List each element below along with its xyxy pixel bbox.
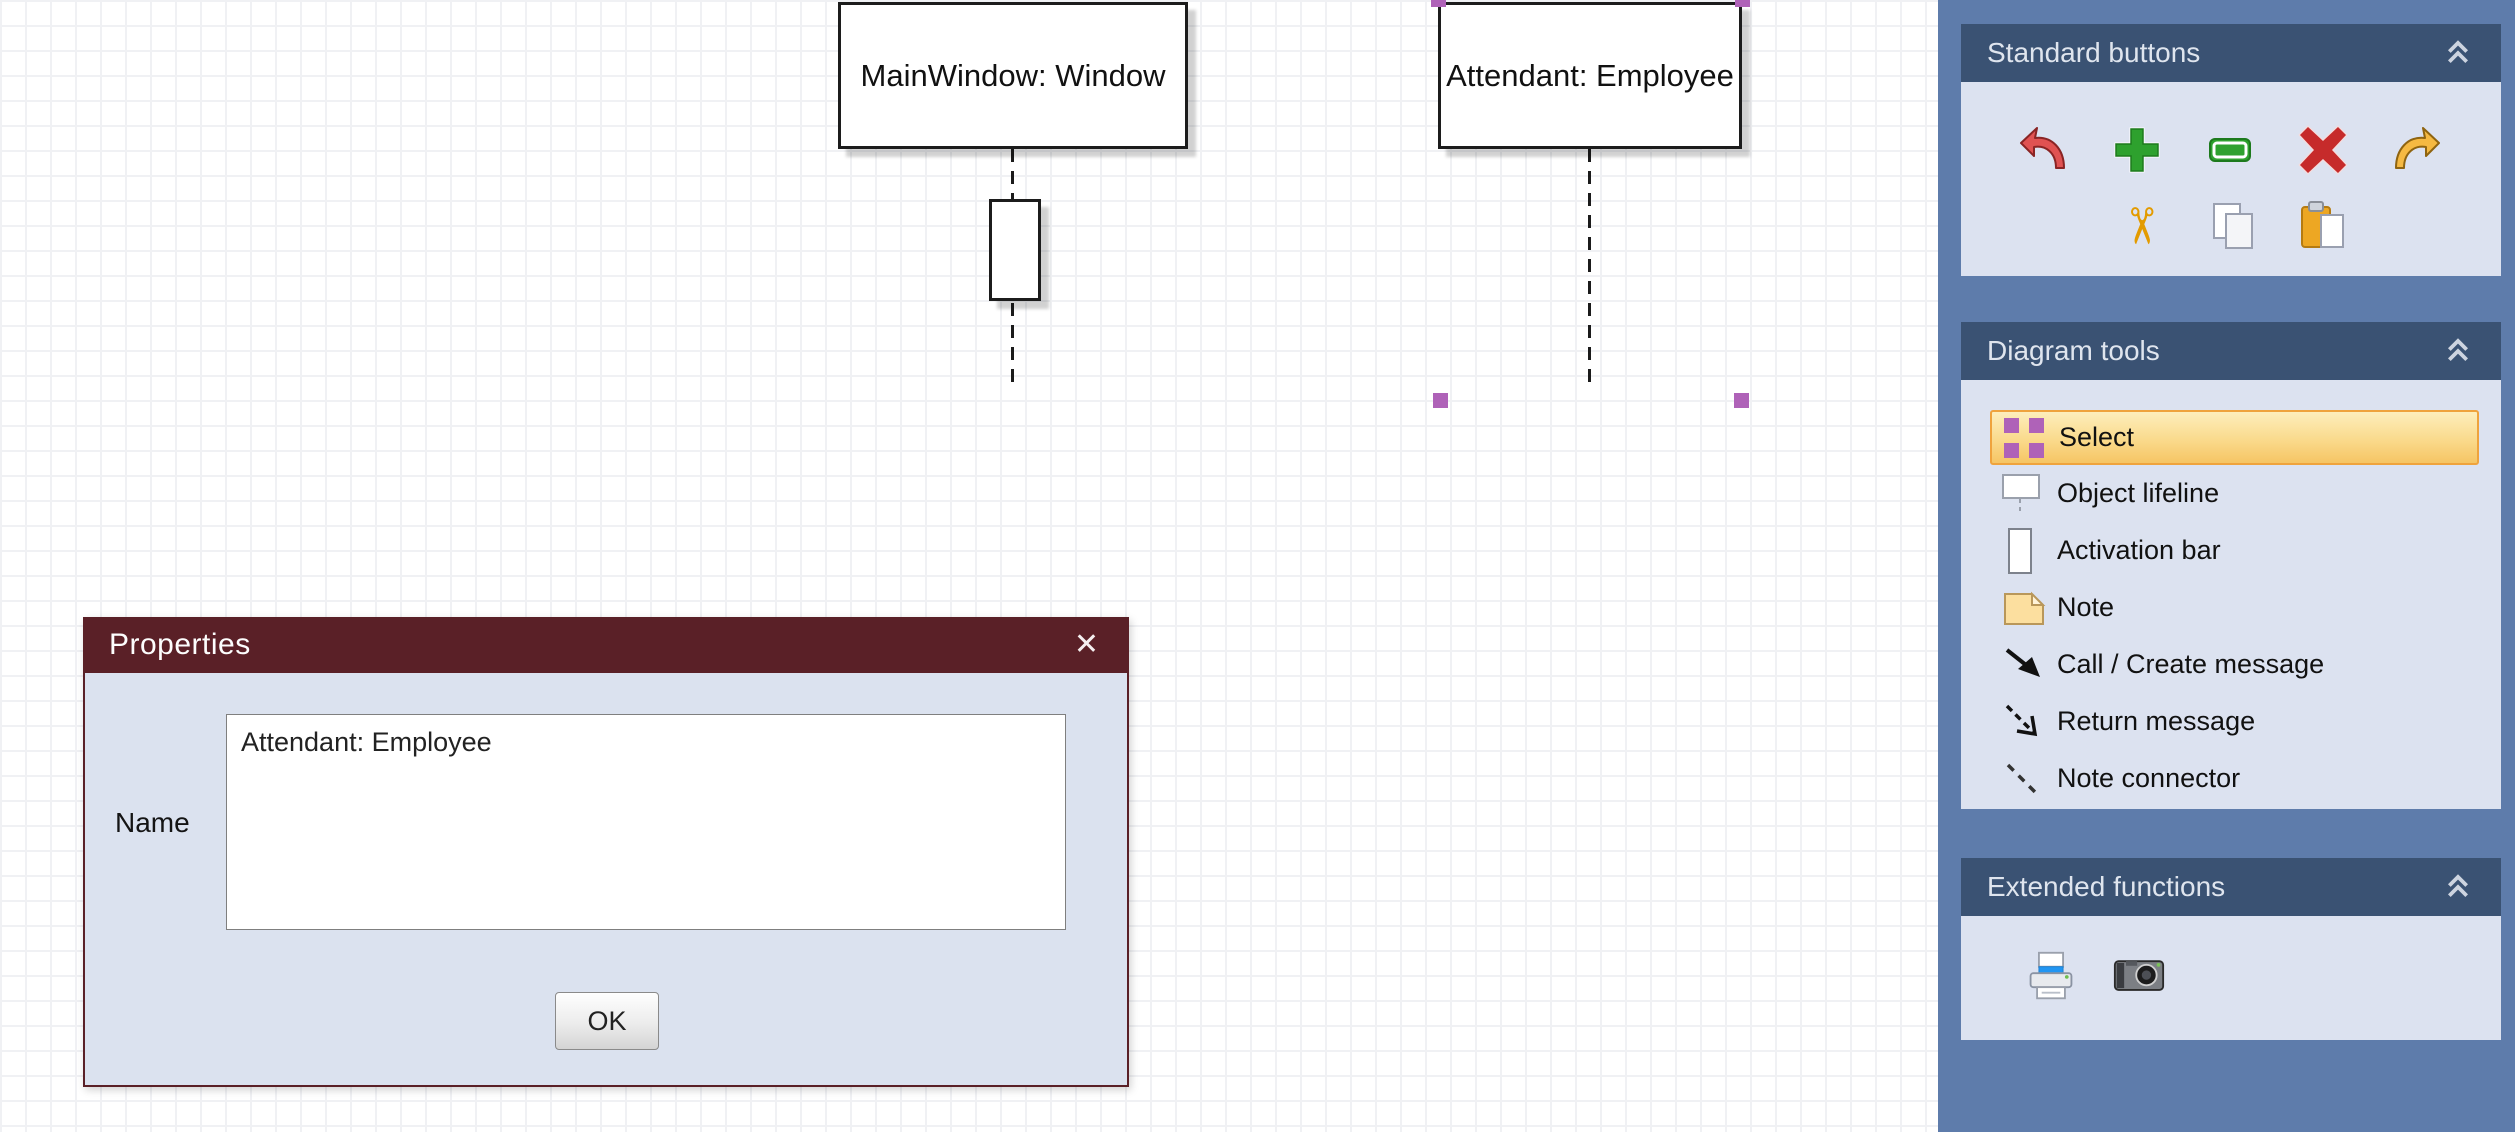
copy-icon [2213, 203, 2253, 249]
undo-icon [2020, 127, 2065, 169]
scissors-icon: ✂ [2113, 205, 2169, 247]
call-create-message-icon [2002, 643, 2048, 687]
panel-title: Standard buttons [1987, 37, 2201, 68]
activation-bar-icon [2002, 527, 2048, 574]
sidebar: Standard buttons [1938, 0, 2515, 1132]
minus-icon [2209, 138, 2251, 162]
panel-extended-functions: Extended functions [1961, 858, 2501, 1040]
panel-header-standard-buttons[interactable]: Standard buttons [1961, 24, 2501, 82]
name-input[interactable]: Attendant: Employee [226, 714, 1066, 930]
collapse-chevron-icon[interactable] [2443, 338, 2473, 364]
panel-header-diagram-tools[interactable]: Diagram tools [1961, 322, 2501, 380]
redo-icon [2395, 127, 2440, 169]
remove-node-button[interactable] [2204, 124, 2256, 176]
tool-call-create-message[interactable]: Call / Create message [1961, 636, 2501, 693]
ok-button[interactable]: OK [555, 992, 659, 1050]
redo-button[interactable] [2390, 124, 2442, 176]
panel-diagram-tools: Diagram tools Select Object [1961, 322, 2501, 809]
paste-button[interactable] [2297, 200, 2349, 252]
selection-handle-bottom-right[interactable] [1734, 393, 1749, 408]
selection-handle-bottom-left[interactable] [1433, 393, 1448, 408]
undo-button[interactable] [2018, 124, 2070, 176]
add-node-button[interactable] [2111, 124, 2163, 176]
camera-icon [2113, 960, 2165, 991]
dialog-titlebar: Properties ✕ [83, 617, 1129, 673]
name-field-label: Name [115, 807, 190, 838]
tool-note[interactable]: Note [1961, 579, 2501, 636]
panel-title: Diagram tools [1987, 335, 2160, 366]
screenshot-button[interactable] [2113, 950, 2165, 1002]
copy-button[interactable] [2206, 200, 2258, 252]
lifeline-attendant[interactable] [1588, 149, 1591, 390]
diagram-tools-body: Select Object lifeline Activation bar [1961, 380, 2501, 809]
standard-buttons-body: ✂ [1961, 82, 2501, 276]
note-icon [2002, 586, 2048, 630]
tool-select[interactable]: Select [1990, 410, 2479, 465]
object-node-label: MainWindow: Window [860, 57, 1166, 93]
plus-icon [2114, 127, 2160, 173]
collapse-chevron-icon[interactable] [2443, 40, 2473, 66]
tool-return-message[interactable]: Return message [1961, 693, 2501, 750]
dialog-title: Properties [109, 628, 251, 661]
extended-functions-body [1961, 916, 2501, 1040]
cut-button[interactable]: ✂ [2113, 200, 2169, 252]
paste-icon [2301, 201, 2344, 248]
return-message-icon [2002, 700, 2048, 744]
object-node-label: Attendant: Employee [1446, 57, 1734, 93]
tool-object-lifeline[interactable]: Object lifeline [1961, 465, 2501, 522]
object-node-attendant[interactable]: Attendant: Employee [1438, 2, 1742, 149]
panel-header-extended-functions[interactable]: Extended functions [1961, 858, 2501, 916]
object-lifeline-icon [2002, 472, 2048, 516]
collapse-chevron-icon[interactable] [2443, 874, 2473, 900]
red-x-icon [2298, 125, 2348, 175]
print-button[interactable] [2025, 950, 2077, 1002]
object-node-mainwindow[interactable]: MainWindow: Window [838, 2, 1188, 149]
activation-bar-node[interactable] [989, 199, 1041, 301]
note-connector-icon [2002, 757, 2048, 801]
close-icon[interactable]: ✕ [1073, 628, 1099, 661]
selection-handle-top-right[interactable] [1735, 0, 1750, 7]
panel-title: Extended functions [1987, 871, 2226, 902]
selection-handle-top-left[interactable] [1431, 0, 1446, 7]
printer-icon [2029, 951, 2073, 1000]
properties-dialog: Properties ✕ Name Attendant: Employee OK [83, 617, 1129, 1087]
panel-standard-buttons: Standard buttons [1961, 24, 2501, 276]
tool-activation-bar[interactable]: Activation bar [1961, 522, 2501, 579]
tool-note-connector[interactable]: Note connector [1961, 750, 2501, 807]
delete-button[interactable] [2297, 124, 2349, 176]
select-tool-icon [2004, 417, 2050, 458]
